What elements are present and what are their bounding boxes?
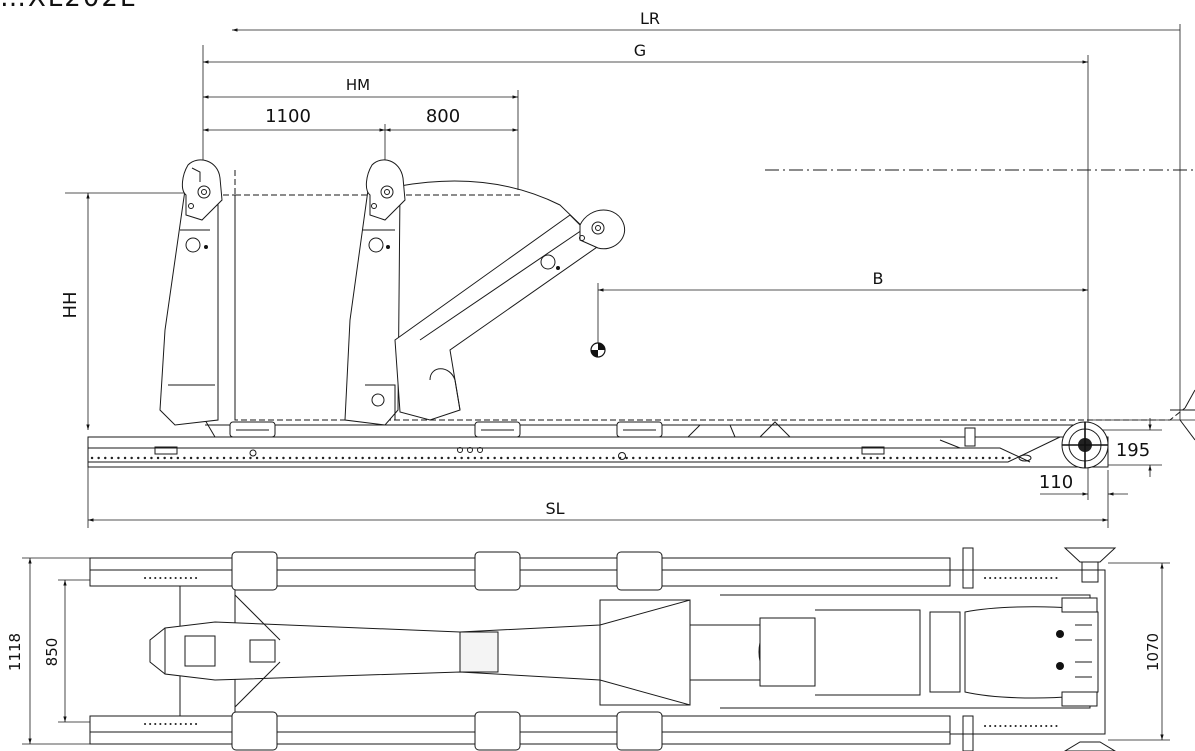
dim-label-hm: HM: [346, 76, 370, 94]
subframe: [87, 436, 1109, 468]
dim-label-g: G: [634, 41, 646, 60]
dimension-1070: 1070: [1108, 562, 1170, 741]
rear-roller: [939, 421, 1109, 469]
centre-of-gravity-icon: [590, 342, 606, 358]
hook-arm-retracted: [159, 159, 223, 426]
dimension-195: 195: [1100, 418, 1162, 477]
dim-label-195: 195: [1116, 440, 1150, 461]
drawing-heading: …XL202L: [0, 0, 136, 13]
dim-label-hh: HH: [60, 291, 81, 318]
dim-label-b: B: [873, 269, 884, 288]
container-outline: [205, 194, 1186, 421]
top-roller-3: [616, 551, 663, 751]
top-cross-members: [234, 594, 1098, 709]
dimension-lr: LR: [232, 9, 1181, 420]
hook-arm-middle: [344, 159, 406, 426]
side-view: [87, 159, 1195, 469]
dimension-1118: 1118: [6, 557, 90, 745]
top-rear-guides: [962, 547, 1117, 751]
dim-label-sl: SL: [545, 499, 564, 518]
dimension-850: 850: [43, 579, 180, 723]
hook-swing-arc: [399, 180, 589, 233]
dim-label-1070: 1070: [1144, 633, 1162, 671]
dimension-1100: 1100: [203, 106, 386, 165]
top-roller-1: [231, 551, 278, 751]
dim-label-1118: 1118: [6, 633, 24, 671]
dim-label-lr: LR: [640, 9, 660, 28]
top-boom: [149, 599, 1099, 706]
dimension-b: B: [597, 269, 1088, 345]
dim-label-800: 800: [426, 106, 460, 127]
dimension-110: 110: [1039, 470, 1128, 500]
frame-roller-3: [616, 421, 663, 438]
top-view: 1118 850 1070: [6, 547, 1170, 751]
dim-label-1100: 1100: [265, 106, 311, 127]
top-roller-2: [474, 551, 521, 751]
frame-roller-2: [474, 421, 521, 438]
frame-roller-1: [229, 421, 276, 438]
dimension-800: 800: [385, 106, 518, 132]
dimension-hm: HM: [203, 76, 519, 190]
dimension-hh: HH: [60, 192, 205, 430]
dim-label-850: 850: [43, 638, 61, 667]
dim-label-110: 110: [1039, 472, 1073, 493]
hook-arm-tilted: [365, 209, 626, 421]
